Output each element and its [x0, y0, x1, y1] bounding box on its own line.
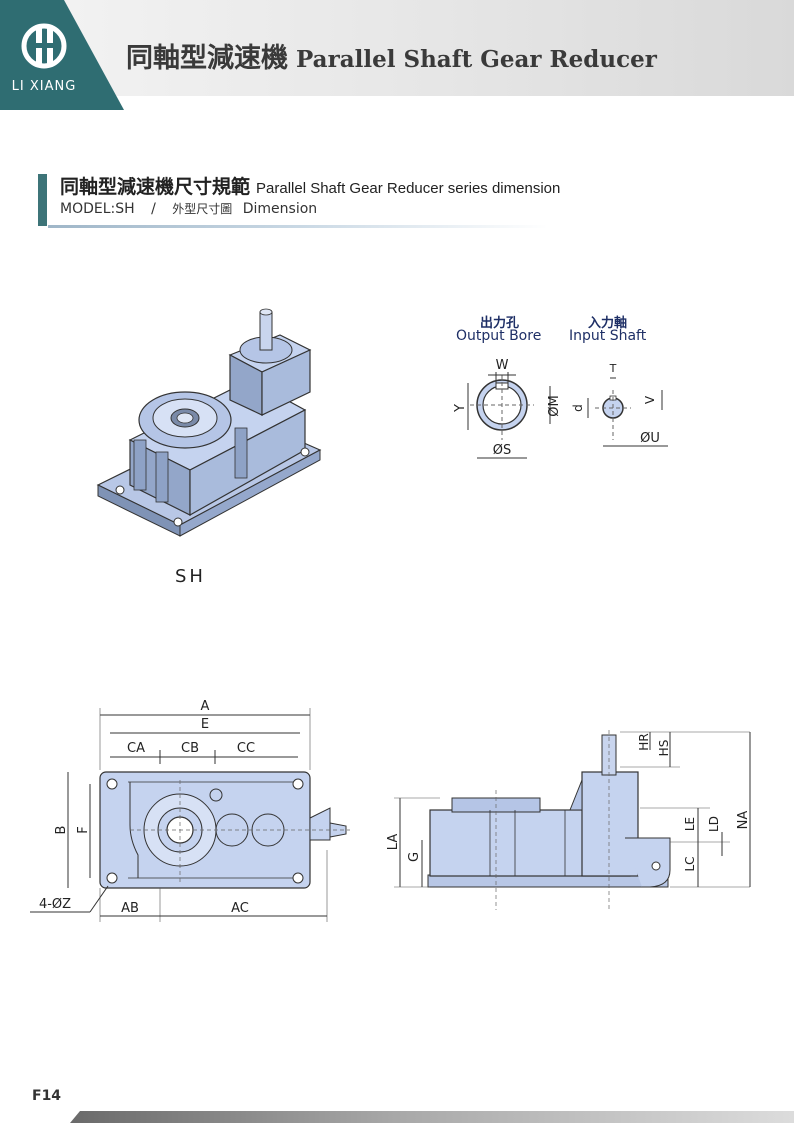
dim-u: ØU [640, 431, 660, 446]
plan-view-drawing: A E CA CB CC B F AB AC 4-ØZ [30, 699, 350, 922]
dim-a: A [201, 699, 210, 714]
input-shaft-en: Input Shaft [569, 328, 647, 344]
dim-hs: HS [657, 740, 671, 757]
page-number: F14 [32, 1088, 62, 1104]
page-title: 同軸型減速機 Parallel Shaft Gear Reducer [126, 36, 657, 75]
dim-ca: CA [127, 741, 145, 756]
header-band [0, 0, 794, 96]
input-shaft-zh: 入力軸 [588, 316, 628, 331]
dim-lc: LC [683, 856, 697, 871]
dim-na: NA [736, 811, 751, 830]
dim-w: W [496, 358, 509, 373]
side-view-drawing: LA G HR HS NA LE LD LC [386, 730, 751, 910]
dim-v: V [643, 395, 657, 404]
dimension-zh: 外型尺寸圖 [172, 202, 233, 216]
section-title: 同軸型減速機尺寸規範 Parallel Shaft Gear Reducer se… [60, 172, 560, 199]
dim-ab: AB [121, 901, 139, 916]
section-title-zh: 同軸型減速機尺寸規範 [60, 176, 251, 198]
footer-bar [70, 1111, 794, 1123]
section-accent-bar [38, 174, 47, 226]
dim-le: LE [683, 817, 697, 831]
page-title-zh: 同軸型減速機 [126, 43, 288, 74]
bore-shaft-diagram: W Y ØM ØS T V d ØU [453, 358, 668, 459]
dim-ld: LD [707, 816, 721, 832]
dim-cc: CC [237, 741, 255, 756]
page-title-en: Parallel Shaft Gear Reducer [296, 46, 657, 73]
dim-d: d [571, 404, 585, 412]
section-subtitle: MODEL:SH / 外型尺寸圖 Dimension [60, 200, 329, 217]
dim-ac: AC [231, 901, 249, 916]
dim-la: LA [386, 834, 401, 851]
dimension-en: Dimension [242, 201, 318, 217]
dim-m: ØM [547, 395, 562, 416]
dim-z: 4-ØZ [39, 897, 71, 912]
brand-logo: LI XIANG [0, 0, 124, 110]
brand-name: LI XIANG [12, 79, 77, 94]
separator: / [151, 201, 156, 217]
dim-f: F [76, 826, 91, 833]
output-bore-zh: 出力孔 [480, 316, 520, 331]
dim-g: G [407, 852, 422, 862]
section-underline [48, 225, 548, 228]
product-illustration [96, 308, 322, 537]
dim-b: B [54, 826, 69, 835]
dim-y: Y [453, 404, 468, 413]
dim-t: T [609, 362, 617, 375]
section-title-en: Parallel Shaft Gear Reducer series dimen… [256, 180, 561, 197]
product-model-label: SH [175, 566, 206, 587]
model-label: MODEL:SH [60, 201, 135, 217]
dim-hr: HR [637, 733, 651, 750]
dim-e: E [201, 717, 209, 732]
output-bore-en: Output Bore [456, 328, 542, 344]
dim-s: ØS [493, 443, 511, 458]
dim-cb: CB [181, 741, 199, 756]
